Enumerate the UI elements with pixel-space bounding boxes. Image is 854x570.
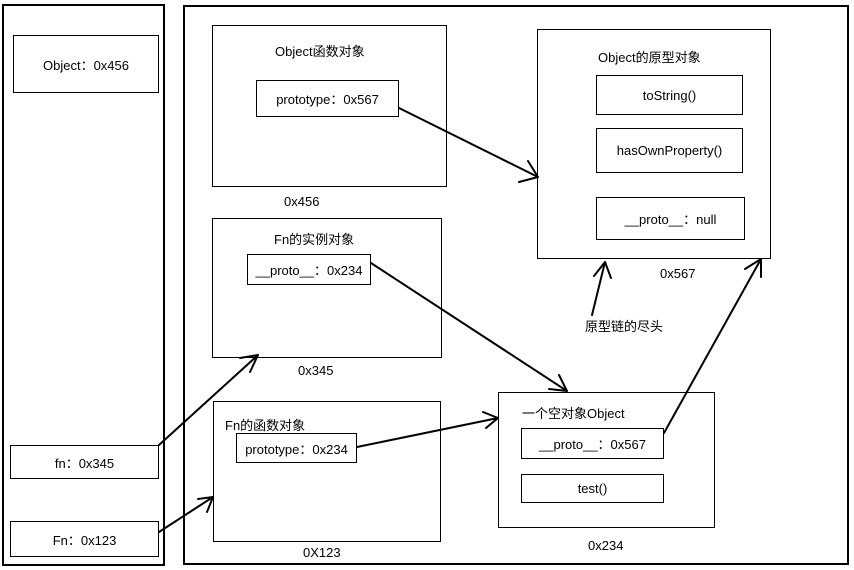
object-prototype-property: prototype：0x567 (256, 80, 399, 117)
empty-object-title: 一个空对象Object (522, 406, 625, 421)
empty-object-address: 0x234 (588, 538, 624, 553)
object-prototype-address: 0x567 (660, 266, 696, 281)
heap-frame (183, 5, 849, 565)
stack-frame (2, 4, 165, 566)
test-method: test() (521, 474, 664, 503)
fn-function-address: 0X123 (303, 545, 341, 560)
fn-prototype-property: prototype：0x234 (236, 433, 357, 463)
tostring-method: toString() (596, 75, 743, 115)
hasownproperty-method: hasOwnProperty() (596, 128, 743, 173)
stack-fn-variable: fn：0x345 (10, 445, 159, 479)
stack-Fn-variable: Fn：0x123 (10, 521, 159, 557)
stack-object-variable: Object：0x456 (13, 35, 159, 93)
fn-function-title: Fn的函数对象 (225, 418, 306, 433)
fn-instance-box: Fn的实例对象 (212, 218, 442, 358)
object-function-address: 0x456 (284, 194, 320, 209)
fn-function-box: Fn的函数对象 (213, 401, 441, 542)
empty-object-proto: __proto__：0x567 (521, 428, 664, 459)
chain-end-annotation: 原型链的尽头 (585, 319, 664, 334)
object-prototype-title: Object的原型对象 (598, 50, 701, 65)
fn-instance-address: 0x345 (298, 363, 334, 378)
fn-instance-title: Fn的实例对象 (274, 232, 355, 247)
object-function-title: Object函数对象 (275, 44, 365, 59)
object-prototype-proto: __proto__：null (596, 197, 745, 240)
empty-object-box: 一个空对象Object (498, 392, 715, 528)
fn-instance-proto: __proto__：0x234 (247, 254, 371, 285)
